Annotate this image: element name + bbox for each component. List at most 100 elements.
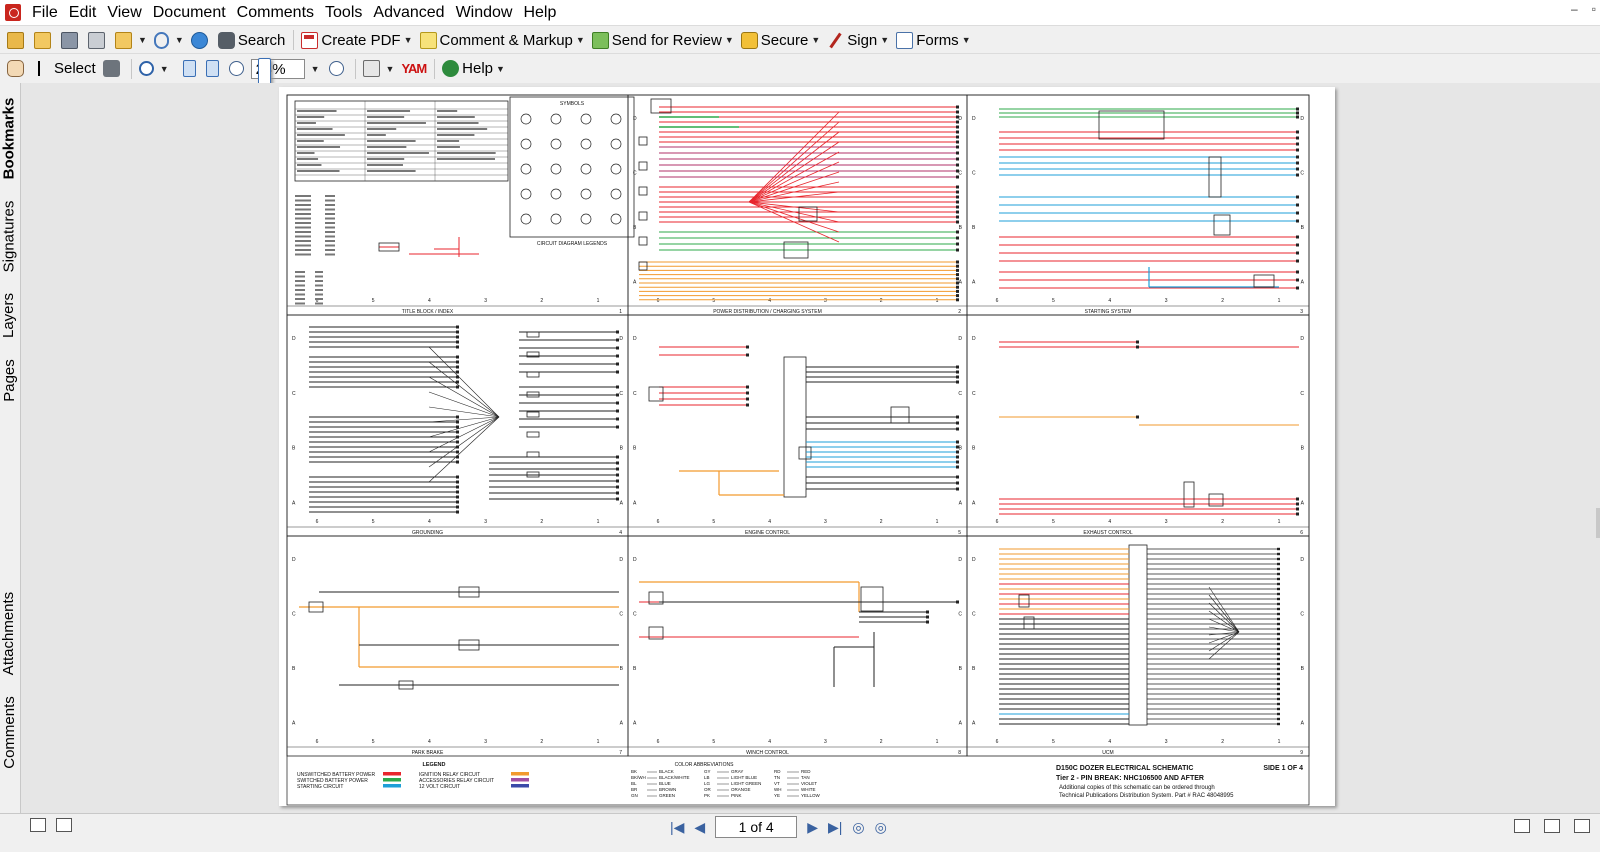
help-button[interactable]: Help▼ [439,57,508,81]
continuous-icon[interactable] [1544,819,1560,833]
terminal [956,370,959,374]
hand-tool-button[interactable] [4,57,30,81]
tab-bookmarks[interactable]: Bookmarks [0,93,19,183]
next-page-icon[interactable]: ▶ [807,818,818,835]
email-button[interactable] [188,28,214,52]
menu-document[interactable]: Document [152,4,226,21]
terminal [1296,286,1299,290]
organizer-button[interactable] [31,28,57,52]
last-page-icon[interactable]: ▶| [827,818,843,835]
chevron-down-icon: ▼ [880,35,890,45]
zoom-out-button[interactable] [226,57,250,81]
index-text [367,146,407,148]
splitter-handle[interactable] [1596,508,1600,538]
tab-attachments-label: Attachments [0,591,18,675]
menu-window[interactable]: Window [455,4,513,21]
menu-advanced[interactable]: Advanced [373,4,445,21]
terminal [1277,637,1280,641]
terminal [1277,647,1280,651]
send-review-button[interactable]: Send for Review▼ [589,28,737,52]
index-text [297,110,337,112]
menu-comments[interactable]: Comments [236,4,315,21]
yam-plugin-button[interactable]: YAM [398,57,429,81]
terminal [1136,415,1139,419]
grid-column-label: 5 [712,298,715,304]
toolbar-separator [354,58,356,79]
snapshot-button[interactable] [100,57,126,81]
facing-icon[interactable] [1574,819,1590,833]
index-text [437,122,479,124]
tab-signatures[interactable]: Signatures [0,195,19,277]
menu-file[interactable]: File [32,4,58,21]
abbr-text [325,199,335,202]
grid-column-label: 3 [484,519,487,525]
abbr-text [295,222,311,224]
select-tool-button[interactable]: Select [31,57,99,81]
wire [1208,626,1240,633]
save-button[interactable] [58,28,84,52]
print-button[interactable] [85,28,111,52]
grid-row-label: B [633,225,637,231]
symbol-glyph [610,163,622,175]
attach-button[interactable]: ▼ [151,28,187,52]
rotate-view-button[interactable]: ▼ [360,57,398,81]
tab-pages[interactable]: Pages [0,353,19,408]
sign-button[interactable]: Sign▼ [824,28,892,52]
zoom-tool-button[interactable]: ▼ [136,57,172,81]
previous-view-icon[interactable]: ◎ [852,818,865,835]
menu-edit[interactable]: Edit [68,4,97,21]
menu-help[interactable]: Help [523,4,557,21]
terminal [956,285,959,289]
panel-label: GROUNDING [412,530,443,536]
grid-row-label: C [1300,612,1304,618]
page-thumbnail-icon[interactable] [30,818,46,832]
first-page-icon[interactable]: |◀ [670,818,685,835]
wire [1208,586,1240,633]
terminal [956,169,959,173]
zoom-dropdown-chevron-icon[interactable]: ▼ [310,63,320,74]
zoom-in-button[interactable] [326,57,350,81]
relay-box [798,206,818,222]
secure-button[interactable]: Secure▼ [738,28,823,52]
fit-page-icon [182,60,196,77]
restore-button[interactable]: ▫ [1591,2,1596,16]
forms-button[interactable]: Forms▼ [893,28,973,52]
fit-page-button[interactable] [180,57,202,81]
single-page-icon[interactable] [1514,819,1530,833]
terminal [456,380,459,384]
fit-width-button[interactable] [203,57,225,81]
minimize-button[interactable]: – [1571,2,1578,16]
comment-markup-button[interactable]: Comment & Markup▼ [417,28,588,52]
grid-row-label: C [958,391,962,397]
terminal [956,215,959,219]
page-number-field[interactable]: 1 of 4 [715,816,798,838]
create-pdf-label: Create PDF [321,31,401,49]
next-view-icon[interactable]: ◎ [874,818,887,835]
create-pdf-button[interactable]: Create PDF▼ [298,28,415,52]
grid-column-label: 4 [1108,298,1111,304]
menu-view[interactable]: View [107,4,142,21]
grid-row-label: A [633,280,637,286]
sensor-box [1208,493,1224,507]
relay-box [860,586,884,612]
search-button[interactable]: Search [215,28,289,52]
terminal [616,479,619,483]
grid-column-label: 3 [824,298,827,304]
tasks-button[interactable]: ▼ [112,28,150,52]
terminal [926,615,929,619]
abbr-name: BLACK [659,769,674,774]
terminal [1296,148,1299,152]
abbr-text [295,226,311,229]
previous-page-icon[interactable]: ◀ [694,818,706,835]
connector-box [648,591,664,605]
tab-comments[interactable]: Comments [0,691,19,773]
terminal [956,200,959,204]
open-button[interactable] [4,28,30,52]
menu-tools[interactable]: Tools [325,4,363,21]
actual-size-button[interactable] [173,57,271,777]
paperclip-icon [153,31,169,49]
tab-attachments[interactable]: Attachments [0,588,19,678]
tab-layers[interactable]: Layers [0,288,19,343]
page-size-icon[interactable] [56,818,72,832]
